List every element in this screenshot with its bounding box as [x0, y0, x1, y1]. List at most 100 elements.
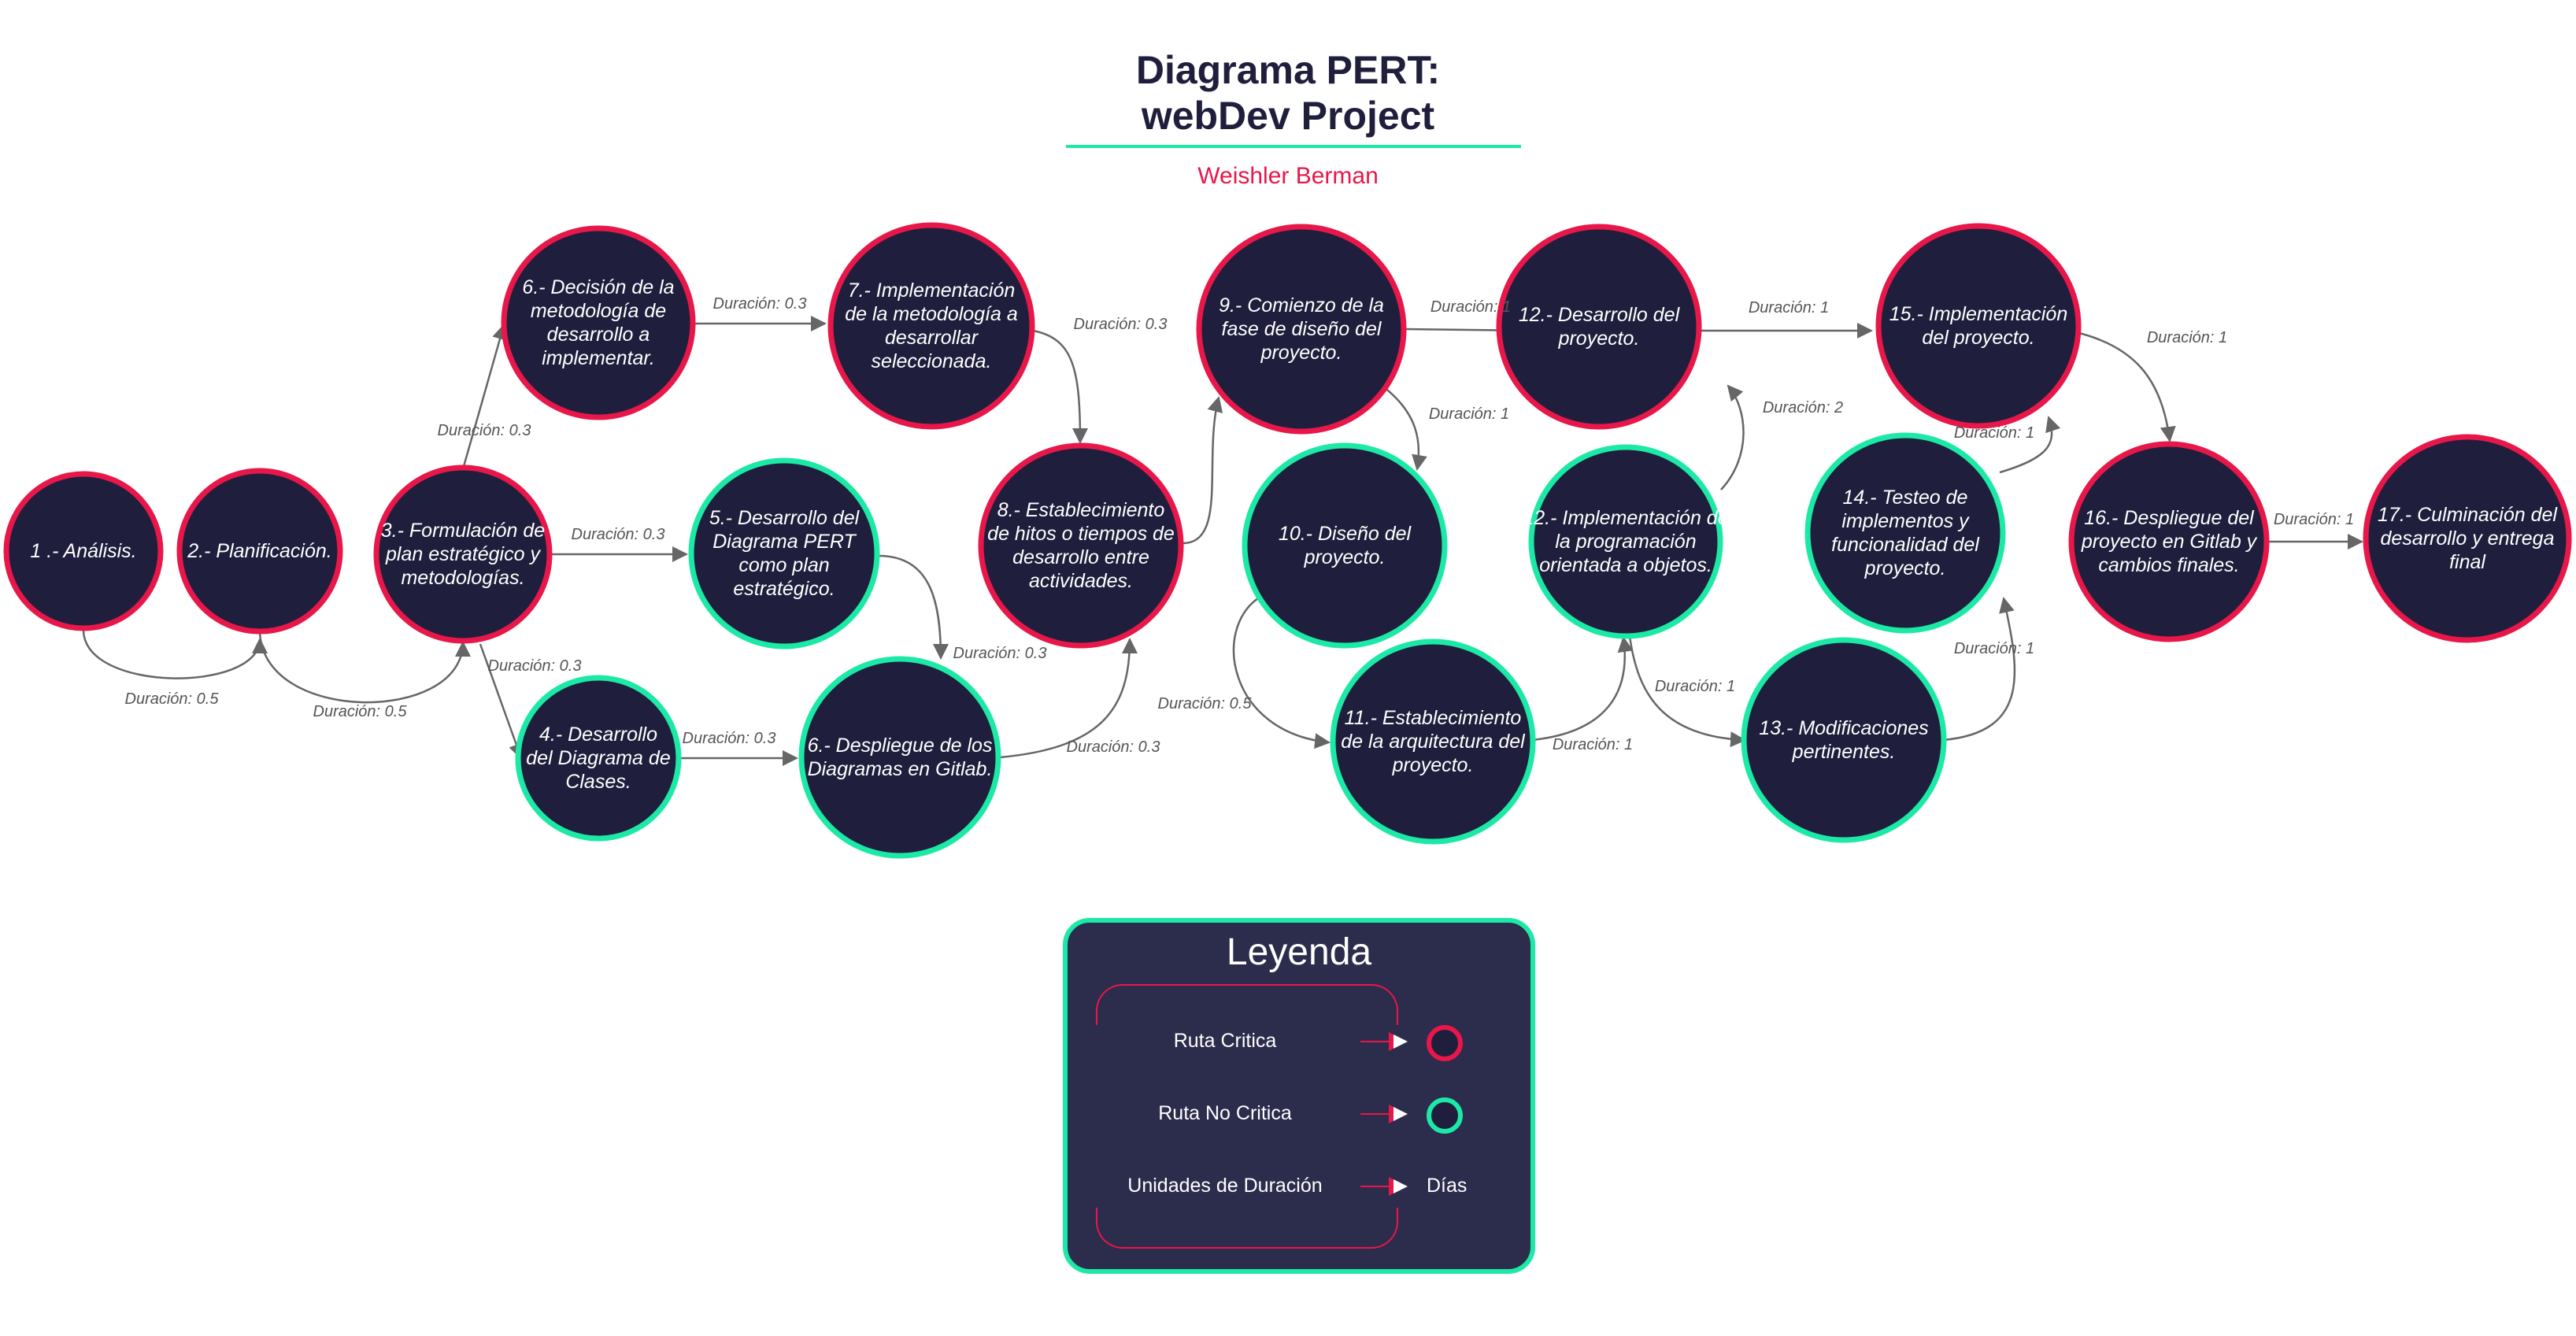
page-title-line2: webDev Project	[1141, 94, 1435, 138]
edge-duration-label: Duración: 0.5	[125, 690, 220, 708]
critical-node-circle	[1875, 223, 2082, 429]
edge-arrow	[1531, 636, 1634, 742]
node-label: 1 .- Análisis.	[30, 540, 136, 562]
legend-arrow-icon	[1360, 1177, 1408, 1196]
legend-panel: Leyenda Ruta Critica Ruta No Critica Uni…	[1063, 918, 1535, 1274]
critical-node-circle	[978, 442, 1184, 649]
edge-arrow	[479, 643, 524, 760]
page-title-line1: Diagrama PERT:	[1135, 48, 1441, 92]
edge-arrow	[2075, 331, 2176, 442]
edge-duration-label: Duración: 1	[1954, 424, 2034, 442]
legend-arrow-icon	[1360, 1032, 1408, 1051]
noncritical-node-circle	[798, 656, 1001, 859]
edge-duration-label: Duración: 0.3	[572, 526, 665, 543]
activity-node: 1 .- Análisis.	[3, 471, 164, 631]
legend-row-noncritical: Ruta No Critica	[1068, 1096, 1540, 1135]
critical-node-swatch	[1427, 1025, 1463, 1061]
legend-title: Leyenda	[1226, 931, 1372, 973]
edge-arrow	[999, 638, 1138, 759]
noncritical-node-circle	[1741, 637, 1947, 843]
edge-duration-label: Duración: 1	[1954, 640, 2034, 657]
edge-duration-label: Duración: 1	[2274, 511, 2354, 528]
edge-arrow	[1182, 396, 1223, 545]
author-name: Weishler Berman	[1197, 163, 1379, 189]
legend-arrow-icon	[1360, 1105, 1408, 1123]
critical-node-circle	[2363, 434, 2572, 643]
noncritical-node-circle	[1528, 444, 1723, 639]
noncritical-node-swatch	[1427, 1097, 1463, 1134]
edge-duration-label: Duración: 0.5	[313, 703, 408, 720]
critical-node-circle	[373, 464, 553, 644]
legend-bracket-top	[1096, 984, 1398, 1025]
edge-duration-label: Duración: 1	[1749, 299, 1829, 316]
edge-arrow	[1032, 329, 1088, 444]
edge-duration-label: Duración: 0.3	[683, 730, 776, 747]
edge-duration-label: Duración: 0.3	[1067, 738, 1160, 756]
legend-critical-label: Ruta Critica	[1173, 1030, 1277, 1052]
edge-duration-label: Duración: 1	[1655, 678, 1735, 695]
legend-noncritical-label: Ruta No Critica	[1158, 1102, 1292, 1124]
critical-node-circle	[3, 471, 164, 631]
noncritical-node-circle	[1804, 432, 2006, 634]
critical-node-circle	[176, 468, 343, 635]
activity-node: 2.- Planificación.	[176, 468, 343, 635]
title-underline	[1066, 145, 1521, 148]
noncritical-node-circle	[1242, 442, 1448, 649]
edge-arrow	[1232, 597, 1331, 749]
edge-duration-label: Duración: 0.3	[438, 422, 531, 439]
nodes-layer: 1 .- Análisis. 2.- Planificación. 3.- Form…	[3, 222, 2572, 859]
legend-row-units: Unidades de Duración Días	[1068, 1168, 1540, 1208]
edge-arrow	[1720, 384, 1745, 490]
legend-units-value: Días	[1427, 1175, 1468, 1197]
edge-arrow	[878, 554, 949, 660]
edge-arrow	[461, 324, 508, 470]
edges-layer	[82, 316, 2363, 766]
edge-duration-label: Duración: 0.3	[1074, 316, 1168, 333]
node-label: 2.- Planificación.	[187, 540, 331, 562]
edge-duration-label: Duración: 1	[1429, 405, 1509, 423]
critical-node-circle	[827, 222, 1035, 430]
edge-arrow	[258, 629, 471, 704]
edge-arrow	[1628, 635, 1746, 748]
edge-duration-label: Duración: 2	[1763, 399, 1843, 416]
noncritical-node-circle	[515, 675, 682, 842]
critical-node-circle	[1196, 224, 1407, 435]
edge-duration-label: Duración: 0.3	[713, 295, 807, 313]
edge-arrow	[1999, 416, 2061, 474]
edge-duration-label: Duración: 1	[1553, 736, 1633, 753]
edge-duration-label: Duración: 1	[2147, 329, 2227, 346]
